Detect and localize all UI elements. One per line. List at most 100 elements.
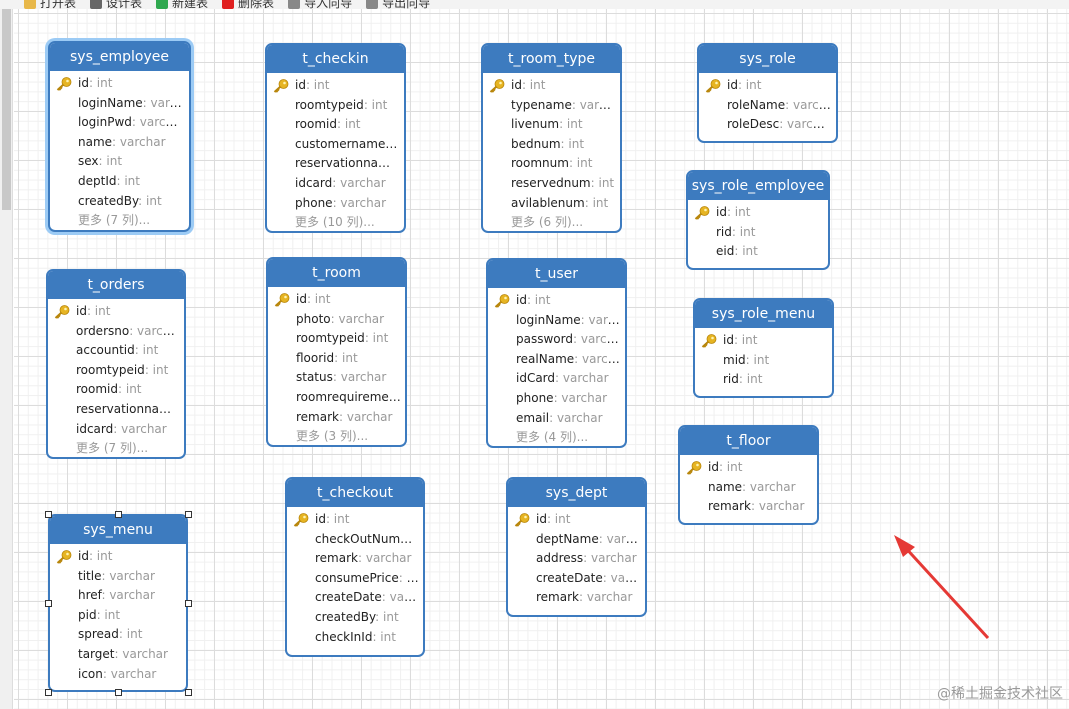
table-title[interactable]: t_checkin [267, 45, 404, 73]
toolbar-folder-button[interactable]: 打开表 [24, 0, 76, 9]
field-row[interactable]: reservationname... [48, 400, 184, 420]
field-row[interactable]: name: varchar [680, 478, 817, 498]
field-row[interactable]: roomnum: int [483, 154, 620, 174]
field-row[interactable]: id: int [48, 302, 184, 322]
more-columns-link[interactable]: 更多 (7 列)... [76, 441, 149, 456]
field-row[interactable]: reservationname... [267, 154, 404, 174]
table-title[interactable]: t_user [488, 260, 625, 288]
field-row[interactable]: id: int [695, 331, 832, 351]
resize-handle[interactable] [114, 688, 122, 696]
field-row[interactable]: checkOutNumber... [287, 530, 423, 550]
field-row[interactable]: idcard: varchar [267, 174, 404, 194]
field-row[interactable]: photo: varchar [268, 310, 405, 330]
more-columns-link[interactable]: 更多 (6 列)... [511, 215, 584, 230]
field-row[interactable]: id: int [488, 291, 625, 311]
field-row[interactable]: rid: int [688, 223, 828, 243]
field-row[interactable]: realName: varchar [488, 350, 625, 370]
field-row[interactable]: reservednum: int [483, 174, 620, 194]
field-row[interactable]: icon: varchar [50, 665, 186, 685]
field-row[interactable]: createdBy: int [50, 192, 189, 212]
field-row[interactable]: idCard: varchar [488, 369, 625, 389]
field-row[interactable]: id: int [50, 74, 189, 94]
field-row[interactable]: roomtypeid: int [48, 361, 184, 381]
field-row[interactable]: roleDesc: varchar [699, 115, 836, 135]
field-row[interactable]: name: varchar [50, 133, 189, 153]
field-row[interactable]: status: varchar [268, 368, 405, 388]
field-row[interactable]: livenum: int [483, 115, 620, 135]
field-row[interactable]: deptName: varc... [508, 530, 645, 550]
toolbar-minus-circle-button[interactable]: 删除表 [222, 0, 274, 9]
field-row[interactable]: address: varchar [508, 549, 645, 569]
field-row[interactable]: loginName: varc... [488, 311, 625, 331]
field-row[interactable]: phone: varchar [267, 194, 404, 214]
field-row[interactable]: roomtypeid: int [268, 329, 405, 349]
resize-handle[interactable] [114, 510, 122, 518]
field-row[interactable]: bednum: int [483, 135, 620, 155]
field-row[interactable]: deptId: int [50, 172, 189, 192]
field-row[interactable]: id: int [483, 76, 620, 96]
table-title[interactable]: sys_employee [50, 43, 189, 71]
vertical-scrollbar[interactable] [0, 0, 13, 709]
table-title[interactable]: t_room_type [483, 45, 620, 73]
field-row[interactable]: avilablenum: int [483, 194, 620, 214]
more-columns-link[interactable]: 更多 (4 列)... [516, 430, 589, 445]
resize-handle[interactable] [44, 688, 52, 696]
field-row[interactable]: sex: int [50, 152, 189, 172]
field-row[interactable]: id: int [287, 510, 423, 530]
field-row[interactable]: createdBy: int [287, 608, 423, 628]
table-title[interactable]: sys_role [699, 45, 836, 73]
resize-handle[interactable] [184, 599, 192, 607]
field-row[interactable]: remark: varchar [508, 588, 645, 608]
table-title[interactable]: sys_menu [50, 516, 186, 544]
field-row[interactable]: roomid: int [267, 115, 404, 135]
field-row[interactable]: customername: v... [267, 135, 404, 155]
field-row[interactable]: target: varchar [50, 645, 186, 665]
field-row[interactable]: title: varchar [50, 567, 186, 587]
resize-handle[interactable] [44, 599, 52, 607]
table-title[interactable]: t_room [268, 259, 405, 287]
field-row[interactable]: spread: int [50, 625, 186, 645]
field-row[interactable]: createDate: varc... [287, 588, 423, 608]
field-row[interactable]: id: int [508, 510, 645, 530]
field-row[interactable]: typename: varchar [483, 96, 620, 116]
field-row[interactable]: roomid: int [48, 380, 184, 400]
more-columns-link[interactable]: 更多 (7 列)... [78, 213, 151, 228]
field-row[interactable]: remark: varchar [268, 408, 405, 428]
toolbar-pencil-button[interactable]: 设计表 [90, 0, 142, 9]
table-title[interactable]: sys_dept [508, 479, 645, 507]
table-title[interactable]: t_floor [680, 427, 817, 455]
toolbar-plus-circle-button[interactable]: 新建表 [156, 0, 208, 9]
field-row[interactable]: remark: varchar [287, 549, 423, 569]
field-row[interactable]: checkInId: int [287, 628, 423, 648]
field-row[interactable]: roomtypeid: int [267, 96, 404, 116]
field-row[interactable]: id: int [267, 76, 404, 96]
more-columns-link[interactable]: 更多 (10 列)... [295, 215, 375, 230]
resize-handle[interactable] [184, 688, 192, 696]
field-row[interactable]: phone: varchar [488, 389, 625, 409]
toolbar-import-button[interactable]: 导入向导 [288, 0, 352, 9]
field-row[interactable]: id: int [699, 76, 836, 96]
field-row[interactable]: id: int [268, 290, 405, 310]
table-title[interactable]: sys_role_employee [688, 172, 828, 200]
more-columns-link[interactable]: 更多 (3 列)... [296, 429, 369, 444]
resize-handle[interactable] [44, 510, 52, 518]
field-row[interactable]: mid: int [695, 351, 832, 371]
field-row[interactable]: roomrequirement... [268, 388, 405, 408]
field-row[interactable]: eid: int [688, 242, 828, 262]
field-row[interactable]: password: varchar [488, 330, 625, 350]
field-row[interactable]: consumePrice: va... [287, 569, 423, 589]
field-row[interactable]: ordersno: varchar [48, 322, 184, 342]
field-row[interactable]: accountid: int [48, 341, 184, 361]
